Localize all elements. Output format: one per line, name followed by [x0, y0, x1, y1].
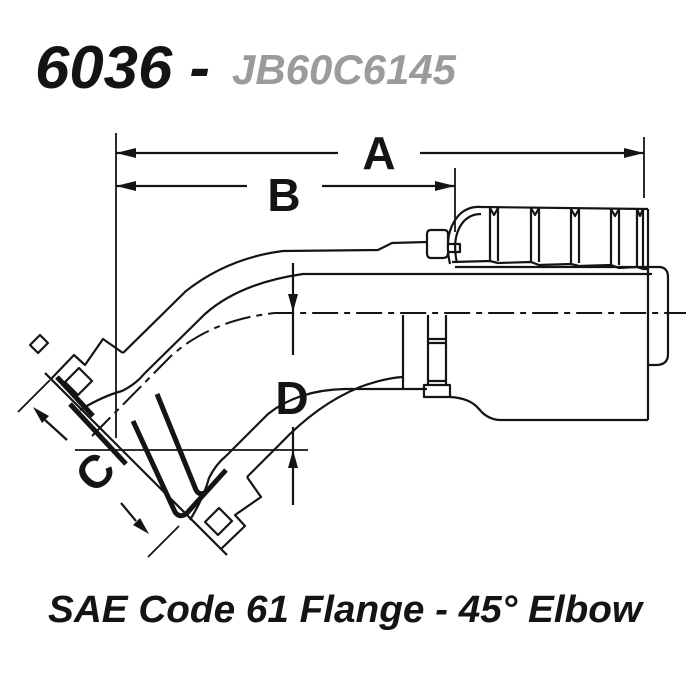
flange-45deg: [28, 333, 263, 556]
caption: SAE Code 61 Flange - 45° Elbow: [48, 589, 644, 631]
dimension-b: B: [116, 168, 456, 232]
centerline: [91, 312, 686, 437]
model-code: JB60C6145: [232, 46, 457, 93]
dimension-a: A: [115, 127, 645, 438]
elbow-tube: [79, 240, 652, 521]
part-number: 6036 -: [35, 34, 210, 101]
dim-label-a: A: [362, 127, 395, 179]
dimension-c: C: [17, 379, 180, 558]
socket-body: [401, 209, 670, 422]
clip-detail: [425, 228, 462, 260]
ferrule-serrations: [446, 205, 649, 271]
dim-label-d: D: [275, 372, 308, 424]
dimension-d: D: [75, 263, 309, 505]
dim-label-b: B: [267, 169, 300, 221]
